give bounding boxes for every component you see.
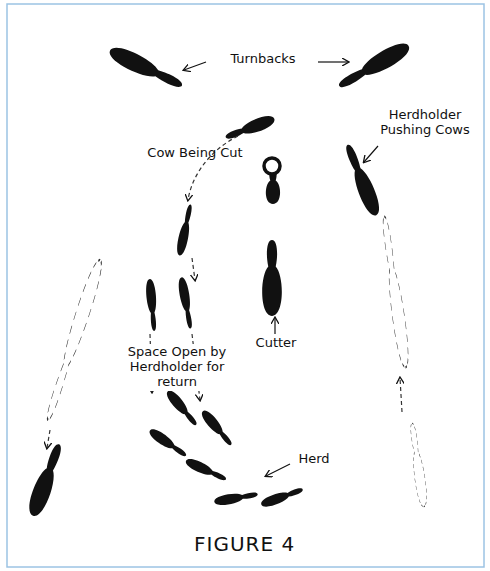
space-label: Space Open by Herdholder for return xyxy=(110,344,244,391)
animals xyxy=(25,38,413,518)
frame xyxy=(7,4,484,567)
movement-paths xyxy=(42,136,429,507)
turnbacks-label: Turnbacks xyxy=(210,52,316,67)
cow-head xyxy=(264,158,280,174)
figure-caption: FIGURE 4 xyxy=(194,532,295,556)
cow-label: Cow Being Cut xyxy=(140,146,250,161)
cutter-label: Cutter xyxy=(250,336,302,351)
leader-lines xyxy=(184,62,378,476)
herd-label: Herd xyxy=(292,452,336,467)
herdholder-label: Herdholder Pushing Cows xyxy=(372,108,478,138)
